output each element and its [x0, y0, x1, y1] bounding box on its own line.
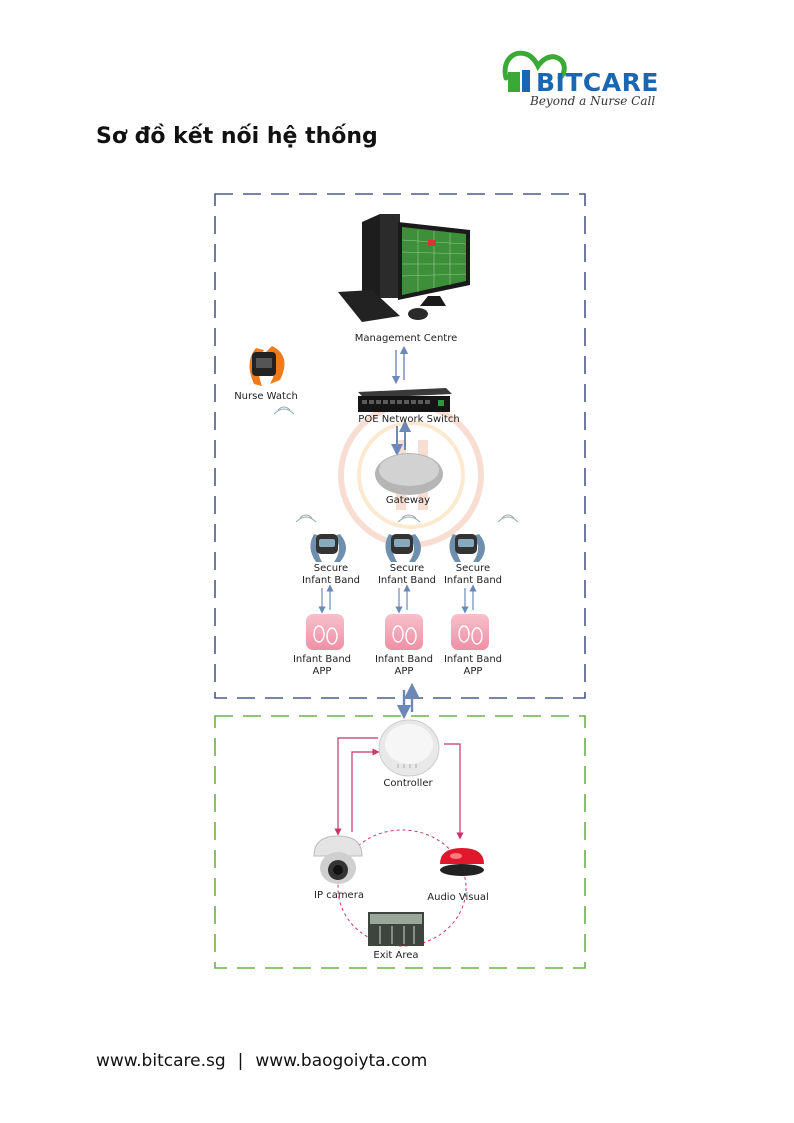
footer-link-baogoiyta[interactable]: www.baogoiyta.com	[255, 1051, 428, 1071]
infant-band-icon	[449, 534, 485, 562]
exit-area-icon	[368, 912, 424, 946]
nurse-watch-icon	[249, 346, 285, 386]
footer-links: www.bitcare.sg | www.baogoiyta.com	[96, 1051, 427, 1071]
device-loop	[337, 829, 467, 947]
ip-camera-label: IP camera	[314, 890, 364, 901]
infant-app-icon	[451, 614, 489, 650]
infant-app-icon	[385, 614, 423, 650]
logo-tagline: Beyond a Nurse Call	[530, 94, 656, 108]
gateway-icon	[375, 453, 443, 495]
controller-icon	[378, 719, 440, 777]
wireless-signal-icon	[273, 406, 519, 523]
infant-band-icon	[310, 534, 346, 562]
bitcare-logo: BITCARE Beyond a Nurse Call	[500, 44, 700, 114]
page-title: Sơ đồ kết nối hệ thống	[96, 124, 378, 149]
nurse-watch-label: Nurse Watch	[234, 391, 298, 402]
footer-separator: |	[237, 1051, 244, 1071]
alarm-light-icon	[440, 848, 484, 876]
management-centre-label: Management Centre	[354, 333, 458, 344]
logo-text: BITCARE	[536, 68, 659, 97]
infant-app-icon	[306, 614, 344, 650]
network-switch-icon	[358, 388, 452, 412]
computer-icon	[338, 214, 470, 322]
controller-label: Controller	[383, 778, 433, 789]
exit-area-label: Exit Area	[373, 950, 419, 961]
audio-visual-label: Audio Visual	[427, 892, 489, 903]
ip-camera-icon	[313, 835, 363, 884]
footer-link-bitcare[interactable]: www.bitcare.sg	[96, 1051, 226, 1071]
poe-switch-label: POE Network Switch	[358, 414, 460, 425]
upper-system-boundary	[214, 193, 586, 699]
heart-logo-icon	[502, 50, 567, 92]
gateway-label: Gateway	[385, 495, 431, 506]
infant-band-icon	[385, 534, 421, 562]
